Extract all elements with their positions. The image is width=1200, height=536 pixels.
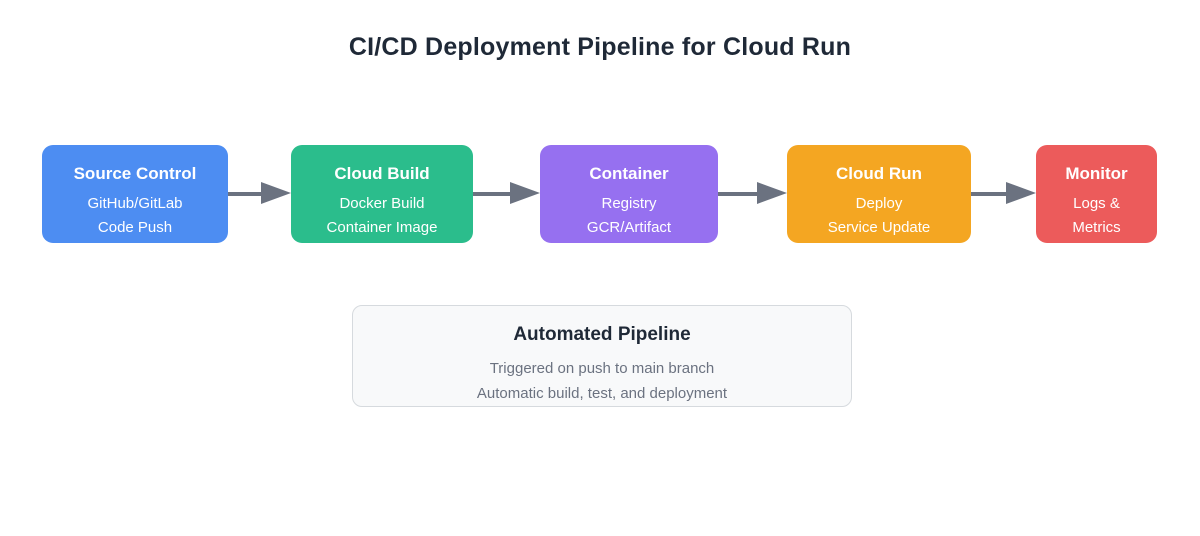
node-title: Monitor	[1065, 164, 1128, 183]
info-box: Automated Pipeline Triggered on push to …	[352, 305, 852, 407]
node-source-control: Source Control GitHub/GitLab Code Push	[42, 145, 228, 243]
arrow-container-to-run	[718, 182, 787, 205]
arrow-build-to-container	[473, 182, 540, 205]
arrow-run-to-monitor	[971, 182, 1036, 205]
node-cloud-run: Cloud Run Deploy Service Update	[787, 145, 971, 243]
node-title: Cloud Run	[836, 164, 922, 183]
node-subtitle-2: GCR/Artifact	[586, 219, 672, 236]
node-title: Cloud Build	[334, 164, 430, 183]
arrow-right-icon	[510, 182, 540, 204]
node-subtitle-1: Docker Build	[339, 195, 425, 212]
node-subtitle-2: Code Push	[97, 219, 173, 236]
arrow-right-icon	[757, 182, 787, 204]
info-box-title: Automated Pipeline	[513, 324, 691, 345]
node-title: Source Control	[73, 164, 197, 183]
arrow-source-to-build	[228, 182, 291, 205]
info-box-line-1: Triggered on push to main branch	[489, 360, 715, 377]
node-subtitle-1: Registry	[601, 195, 657, 212]
node-subtitle-2: Container Image	[326, 219, 438, 236]
node-subtitle-1: Logs &	[1073, 195, 1120, 212]
node-container: Container Registry GCR/Artifact	[540, 145, 718, 243]
arrow-line	[971, 192, 1010, 196]
arrow-right-icon	[1006, 182, 1036, 204]
node-subtitle-2: Service Update	[827, 219, 931, 236]
page-title: CI/CD Deployment Pipeline for Cloud Run	[348, 33, 852, 61]
node-monitor: Monitor Logs & Metrics	[1036, 145, 1157, 243]
node-subtitle-2: Metrics	[1072, 219, 1121, 236]
node-title: Container	[589, 164, 669, 183]
info-box-line-2: Automatic build, test, and deployment	[476, 385, 728, 402]
node-subtitle-1: Deploy	[855, 195, 903, 212]
arrow-line	[228, 192, 265, 196]
node-subtitle-1: GitHub/GitLab	[87, 195, 183, 212]
arrow-line	[473, 192, 514, 196]
arrow-right-icon	[261, 182, 291, 204]
node-cloud-build: Cloud Build Docker Build Container Image	[291, 145, 473, 243]
arrow-line	[718, 192, 761, 196]
